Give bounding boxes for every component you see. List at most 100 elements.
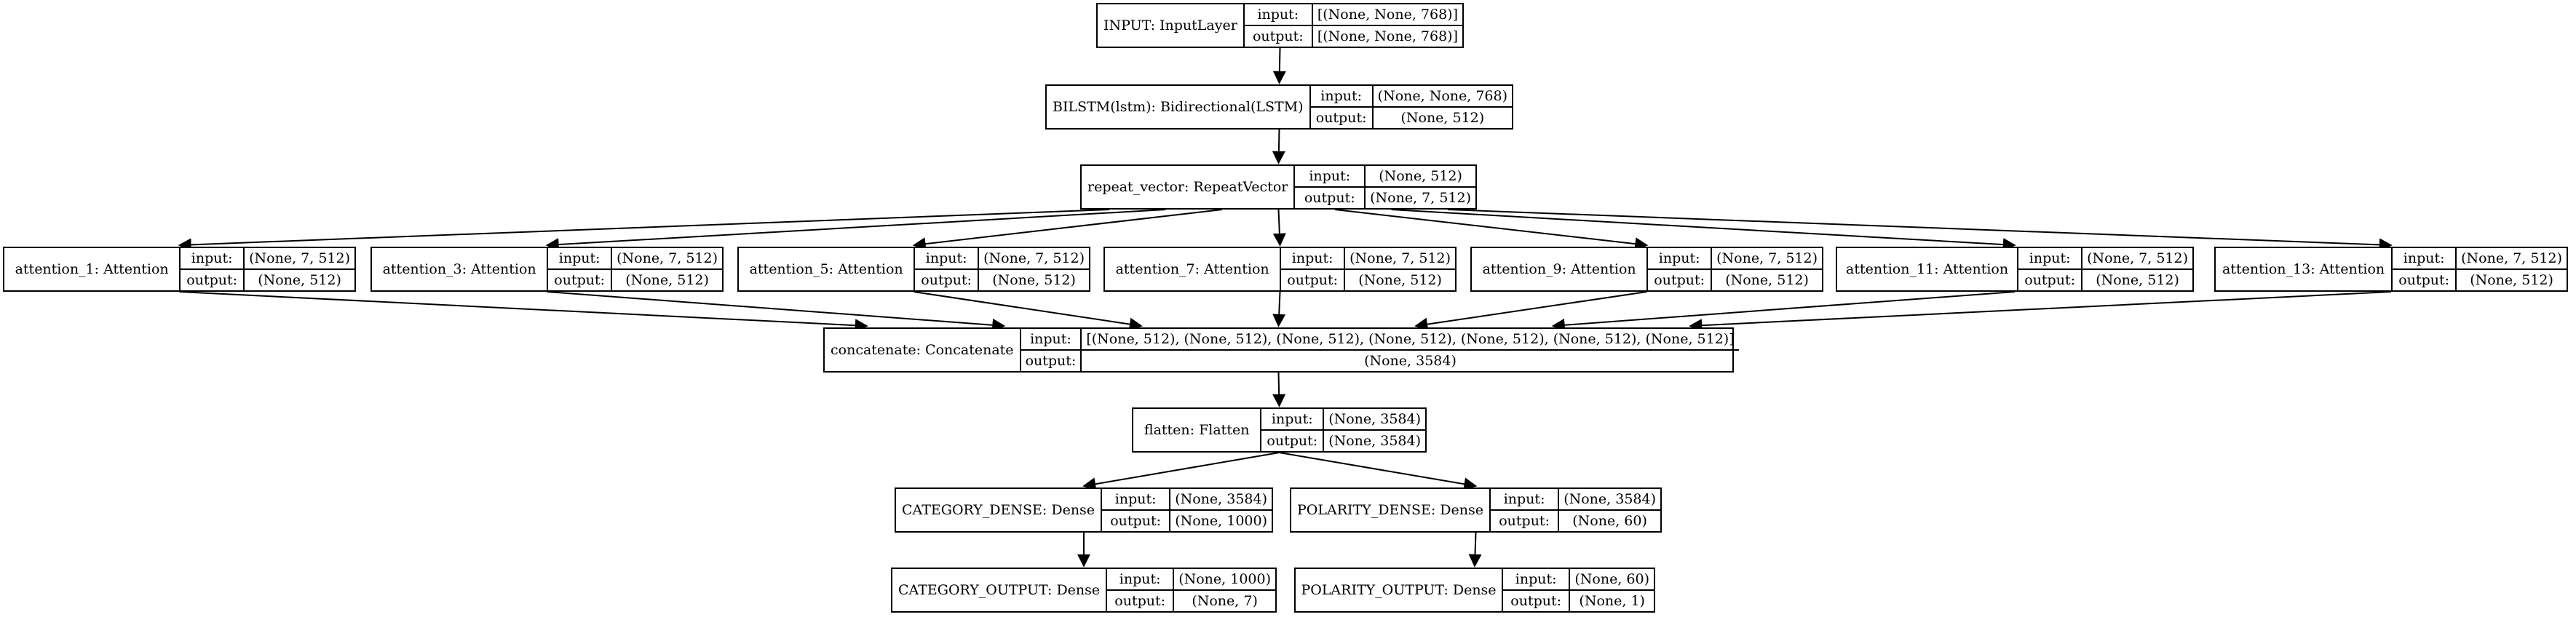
output-label: output: bbox=[1110, 513, 1161, 529]
layer-name: attention_13: Attention bbox=[2216, 248, 2393, 290]
output-label: output: bbox=[1252, 28, 1304, 44]
output-label: output: bbox=[1114, 593, 1166, 609]
input-shape: (None, 3584) bbox=[1324, 409, 1425, 431]
layer-name: POLARITY_DENSE: Dense bbox=[1291, 489, 1491, 531]
input-shape: (None, 512) bbox=[1366, 166, 1475, 188]
input-shape: (None, 1000) bbox=[1174, 569, 1275, 591]
output-label: output: bbox=[1654, 272, 1705, 288]
output-label: output: bbox=[1267, 433, 1318, 449]
edge-repeat-att1 bbox=[178, 209, 1110, 252]
input-shape: (None, 7, 512) bbox=[245, 248, 354, 270]
edge-att9-concat bbox=[1414, 291, 1647, 331]
output-label: output: bbox=[1315, 110, 1367, 126]
input-shape: (None, 7, 512) bbox=[1712, 248, 1822, 270]
layer-name: BILSTM(lstm): Bidirectional(LSTM) bbox=[1047, 86, 1311, 128]
input-shape: (None, 3584) bbox=[1170, 489, 1272, 511]
edge-repeat-att5 bbox=[912, 209, 1223, 251]
layer-name: attention_3: Attention bbox=[372, 248, 549, 290]
input-label: input: bbox=[1102, 489, 1170, 511]
layer-name: CATEGORY_DENSE: Dense bbox=[896, 489, 1103, 531]
input-label: input: bbox=[915, 248, 978, 270]
layer-name: flatten: Flatten bbox=[1133, 409, 1262, 451]
edge-att11-concat bbox=[1551, 291, 2016, 332]
layer-name: POLARITY_OUTPUT: Dense bbox=[1296, 569, 1503, 611]
layer-name: attention_9: Attention bbox=[1472, 248, 1649, 290]
layer-name: attention_1: Attention bbox=[4, 248, 181, 290]
output-label: output: bbox=[2398, 272, 2450, 288]
output-shape: (None, 3584) bbox=[1364, 353, 1457, 369]
output-shape: (None, 3584) bbox=[1328, 433, 1421, 449]
output-label: output: bbox=[1304, 190, 1355, 206]
output-shape: (None, 512) bbox=[1358, 272, 1442, 288]
output-shape: (None, 1000) bbox=[1175, 513, 1267, 529]
input-label: input: bbox=[1295, 166, 1365, 188]
input-label: input: bbox=[1503, 569, 1569, 591]
input-label: input: bbox=[1261, 409, 1323, 431]
output-label: output: bbox=[1499, 513, 1550, 529]
input-label: input: bbox=[1244, 4, 1312, 26]
edge-att5-concat bbox=[914, 291, 1143, 331]
layer-name: INPUT: InputLayer bbox=[1098, 4, 1245, 47]
input-label: input: bbox=[1107, 569, 1173, 591]
layer-name: repeat_vector: RepeatVector bbox=[1082, 166, 1296, 208]
output-label: output: bbox=[1025, 353, 1077, 369]
layer-name: attention_7: Attention bbox=[1105, 248, 1282, 290]
output-label: output: bbox=[554, 272, 606, 288]
output-label: output: bbox=[921, 272, 972, 288]
input-label: input: bbox=[548, 248, 611, 270]
input-shape: [(None, None, 768)] bbox=[1312, 4, 1462, 26]
edge-att3-concat bbox=[547, 291, 1006, 332]
layer-node-bilstm: BILSTM(lstm): Bidirectional(LSTM)input: o… bbox=[1045, 84, 1513, 130]
output-label: output: bbox=[1510, 593, 1562, 609]
output-shape: (None, 512) bbox=[625, 272, 709, 288]
input-shape: (None, 3584) bbox=[1559, 489, 1660, 511]
output-shape: [(None, None, 768)] bbox=[1317, 28, 1458, 44]
output-shape: (None, 7) bbox=[1192, 593, 1258, 609]
input-shape: (None, 7, 512) bbox=[612, 248, 722, 270]
layer-name: attention_5: Attention bbox=[739, 248, 916, 290]
input-shape: (None, 7, 512) bbox=[2082, 248, 2192, 270]
output-label: output: bbox=[2024, 272, 2075, 288]
input-shape: (None, None, 768) bbox=[1373, 86, 1512, 108]
input-shape: (None, 7, 512) bbox=[979, 248, 1089, 270]
output-shape: (None, 512) bbox=[2096, 272, 2179, 288]
output-shape: (None, 1) bbox=[1579, 593, 1645, 609]
edge-att1-concat bbox=[179, 291, 868, 333]
edge-att13-concat bbox=[1689, 291, 2392, 333]
layer-name: CATEGORY_OUTPUT: Dense bbox=[892, 569, 1108, 611]
input-label: input: bbox=[1491, 489, 1558, 511]
edge-repeat-att9 bbox=[1334, 209, 1649, 251]
input-label: input: bbox=[181, 248, 244, 270]
input-shape: (None, 7, 512) bbox=[1345, 248, 1455, 270]
edge-att7-concat bbox=[1272, 291, 1286, 327]
input-label: input: bbox=[1281, 248, 1344, 270]
input-shape: (None, 7, 512) bbox=[2457, 248, 2567, 270]
output-shape: (None, 60) bbox=[1572, 513, 1647, 529]
output-shape: (None, 512) bbox=[258, 272, 341, 288]
edge-repeat-att7 bbox=[1272, 209, 1286, 247]
edge-flatten-poldense bbox=[1279, 452, 1478, 491]
output-shape: (None, 512) bbox=[1400, 110, 1485, 126]
output-shape: (None, 512) bbox=[2470, 272, 2553, 288]
input-label: input: bbox=[1310, 86, 1372, 108]
input-shape: [(None, 512), (None, 512), (None, 512), … bbox=[1082, 329, 1739, 351]
input-label: input: bbox=[1648, 248, 1711, 270]
output-label: output: bbox=[1287, 272, 1339, 288]
edge-poldense-polout bbox=[1468, 532, 1482, 568]
input-label: input: bbox=[2018, 248, 2082, 270]
input-label: input: bbox=[1021, 329, 1081, 351]
